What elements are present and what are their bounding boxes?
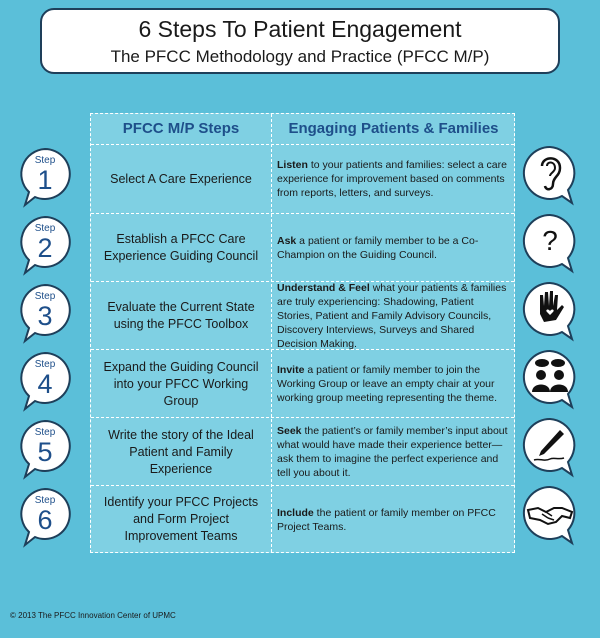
step-description: Evaluate the Current State using the PFC… <box>107 300 255 331</box>
icon-bubble-6 <box>520 484 580 546</box>
engagement-text: Ask a patient or family member to be a C… <box>277 235 479 261</box>
table-row: Select A Care Experience Listen to your … <box>91 145 514 213</box>
step-bubble-4: Step 4 <box>16 350 74 412</box>
page-subtitle: The PFCC Methodology and Practice (PFCC … <box>110 47 490 66</box>
step-number: 5 <box>37 437 53 467</box>
step-bubble-5: Step 5 <box>16 418 74 480</box>
table-row: Expand the Guiding Council into your PFC… <box>91 349 514 418</box>
header-steps: PFCC M/P Steps <box>122 120 240 137</box>
pen-writing-icon <box>522 417 576 478</box>
hand-heart-icon <box>522 281 576 342</box>
step-number: 1 <box>37 165 53 195</box>
step-bubble-2: Step 2 <box>16 214 74 276</box>
step-label: Step <box>34 495 56 506</box>
header-divider <box>91 144 514 145</box>
engagement-text: Seek the patient’s or family member’s in… <box>277 425 508 479</box>
page-title: 6 Steps To Patient Engagement <box>138 16 462 42</box>
step-label: Step <box>34 359 56 370</box>
step-number: 6 <box>37 505 53 535</box>
step-label: Step <box>34 223 56 234</box>
engagement-text: Listen to your patients and families: se… <box>277 159 507 199</box>
title-box: 6 Steps To Patient Engagement The PFCC M… <box>40 8 560 74</box>
table-row: Identify your PFCC Projects and Form Pro… <box>91 485 514 553</box>
steps-table: PFCC M/P Steps Engaging Patients & Famil… <box>90 113 515 553</box>
icon-bubble-2: ? <box>520 212 580 274</box>
step-number: 3 <box>37 301 53 331</box>
step-description: Identify your PFCC Projects and Form Pro… <box>103 495 259 543</box>
table-row: Establish a PFCC Care Experience Guiding… <box>91 213 514 282</box>
handshake-icon <box>522 485 576 546</box>
step-bubble-6: Step 6 <box>16 486 74 548</box>
icon-bubble-3 <box>520 280 580 342</box>
step-label: Step <box>34 291 56 302</box>
copyright-footer: © 2013 The PFCC Innovation Center of UPM… <box>10 611 176 620</box>
icon-bubble-4 <box>520 348 580 410</box>
step-label: Step <box>34 155 56 166</box>
engagement-text: Invite a patient or family member to joi… <box>277 364 498 404</box>
step-description: Expand the Guiding Council into your PFC… <box>103 359 259 408</box>
header-engaging: Engaging Patients & Families <box>288 120 499 137</box>
step-label: Step <box>34 427 56 438</box>
table-row: Write the story of the Ideal Patient and… <box>91 417 514 486</box>
step-description: Establish a PFCC Care Experience Guiding… <box>103 232 259 263</box>
ear-icon <box>522 145 576 206</box>
svg-text:?: ? <box>542 225 558 256</box>
step-description: Write the story of the Ideal Patient and… <box>108 427 254 476</box>
people-talking-icon <box>522 349 576 410</box>
step-number: 4 <box>37 369 53 399</box>
table-row: Evaluate the Current State using the PFC… <box>91 281 514 350</box>
icon-bubble-5 <box>520 416 580 478</box>
step-number: 2 <box>37 233 53 263</box>
step-bubble-1: Step 1 <box>16 146 74 208</box>
engagement-text: Understand & Feel what your patients & f… <box>277 282 507 350</box>
column-divider <box>271 114 272 552</box>
question-mark-icon: ? <box>522 213 576 274</box>
engagement-text: Include the patient or family member on … <box>277 506 496 533</box>
step-description: Select A Care Experience <box>110 171 252 186</box>
step-bubble-3: Step 3 <box>16 282 74 344</box>
icon-bubble-1 <box>520 144 580 206</box>
